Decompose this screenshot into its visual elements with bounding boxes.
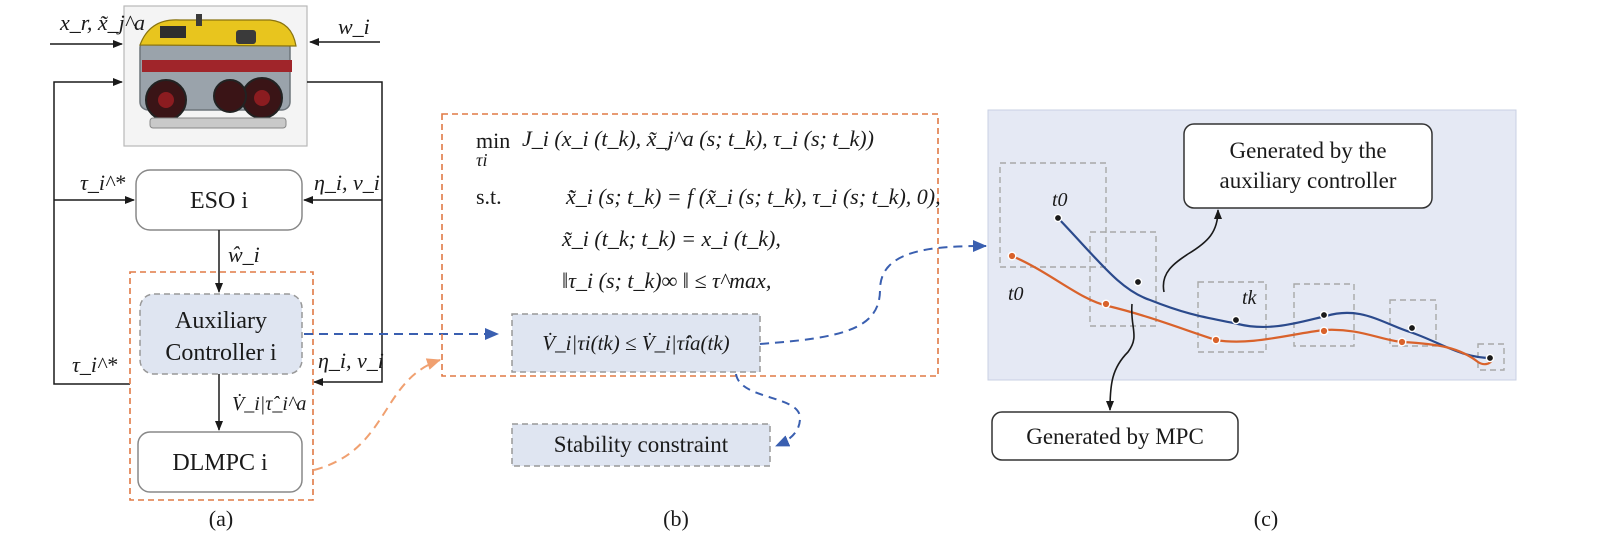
panel-c: t0 t0 tk Generated by the auxiliary cont… (988, 110, 1516, 531)
lyap-to-trajectory-connector (760, 246, 986, 344)
objective-text: J_i (x_i (t_k), x̃_j^a (s; t_k), τ_i (s;… (522, 126, 874, 151)
st-label: s.t. (476, 184, 502, 209)
callout-aux-line1: Generated by the (1229, 138, 1386, 163)
min-subscript: τi (476, 150, 487, 170)
tk-label: tk (1242, 287, 1258, 309)
dlmpc-label: DLMPC i (172, 450, 268, 476)
eso-label: ESO i (190, 188, 248, 214)
aux-line1: Auxiliary (175, 308, 267, 334)
caption-c: (c) (1254, 506, 1278, 531)
constraint-initial: x̃_i (t_k; t_k) = x_i (t_k), (561, 226, 781, 251)
panel-b: min τi J_i (x_i (t_k), x̃_j^a (s; t_k), … (442, 114, 941, 531)
stability-constraint-label: Stability constraint (554, 432, 729, 457)
callout-mpc-label: Generated by MPC (1026, 424, 1204, 449)
caption-b: (b) (663, 506, 689, 531)
w-hat-label: ŵ_i (228, 242, 260, 267)
callout-aux-line2: auxiliary controller (1220, 168, 1397, 193)
eta-nu-bottom-label: η_i, ν_i (318, 348, 384, 373)
dlmpc-to-problem-connector (314, 360, 440, 470)
rov-image (124, 6, 307, 146)
aux-line2: Controller i (165, 340, 277, 366)
t0-lower-label: t0 (1008, 283, 1024, 305)
constraint-dynamics: x̃̇_i (s; t_k) = f (x̃_i (s; t_k), τ_i (… (565, 184, 941, 209)
t0-upper-label: t0 (1052, 189, 1068, 211)
lyapunov-constraint-text: V̇_i|τi(tk) ≤ V̇_i|τ̂ia(tk) (542, 331, 729, 355)
callout-aux-box (1184, 124, 1432, 208)
caption-a: (a) (209, 506, 233, 531)
constraint-input-bound: ‖τ_i (s; t_k)∞ ‖ ≤ τ^max, (562, 268, 771, 293)
tau-star-top-label: τ_i^* (80, 170, 125, 195)
eta-nu-top-label: η_i, ν_i (314, 170, 380, 195)
vdot-label: V̇_i|τ̂_i^a (232, 392, 306, 415)
panel-a: x_r, x̃_j^a w_i τ_i^* η_i, ν_i ESO i ŵ_i… (50, 6, 384, 531)
tau-star-bottom-label: τ_i^* (72, 352, 117, 377)
input-left-label: x_r, x̃_j^a (59, 10, 145, 35)
input-right-label: w_i (338, 14, 370, 39)
